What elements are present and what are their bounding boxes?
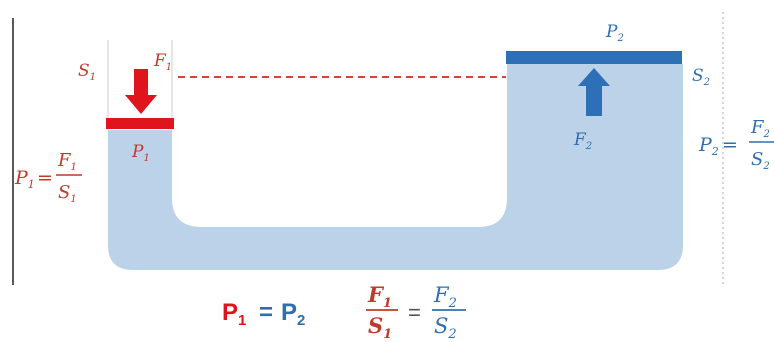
svg-text:=: = bbox=[722, 134, 738, 156]
svg-text:F2: F2 bbox=[750, 117, 770, 140]
svg-text:P2: P2 bbox=[281, 299, 305, 329]
formula-p1: P1 = F1 S1 bbox=[14, 150, 82, 205]
fluid-body bbox=[108, 64, 683, 270]
label-s2: S2 bbox=[692, 66, 710, 88]
svg-text:P1: P1 bbox=[14, 167, 35, 191]
equation-p1-equals-p2: P1 = P2 bbox=[222, 299, 305, 329]
left-piston bbox=[106, 118, 174, 129]
force-up-arrow-icon bbox=[578, 68, 610, 116]
label-f2: F2 bbox=[573, 130, 592, 152]
svg-text:F2: F2 bbox=[433, 283, 457, 311]
force-down-arrow-icon bbox=[125, 69, 157, 114]
formula-p2: P2 = F2 S2 bbox=[698, 117, 774, 172]
svg-text:P1: P1 bbox=[222, 299, 246, 329]
equation-force-ratio: F1 S1 = F2 S2 bbox=[366, 282, 466, 342]
svg-text:F1: F1 bbox=[367, 282, 392, 311]
svg-text:S1: S1 bbox=[58, 182, 77, 205]
svg-text:S1: S1 bbox=[368, 313, 392, 342]
svg-text:=: = bbox=[259, 299, 273, 326]
svg-text:F1: F1 bbox=[57, 150, 77, 173]
label-f1: F1 bbox=[153, 51, 172, 73]
label-p2-top: P2 bbox=[605, 22, 624, 44]
svg-text:S2: S2 bbox=[434, 314, 457, 342]
svg-text:=: = bbox=[37, 167, 53, 189]
label-s1: S1 bbox=[78, 61, 96, 83]
label-p1: P1 bbox=[131, 142, 150, 164]
svg-text:=: = bbox=[408, 300, 421, 325]
svg-text:P2: P2 bbox=[698, 134, 719, 158]
right-piston bbox=[506, 51, 682, 64]
svg-text:S2: S2 bbox=[751, 149, 770, 172]
